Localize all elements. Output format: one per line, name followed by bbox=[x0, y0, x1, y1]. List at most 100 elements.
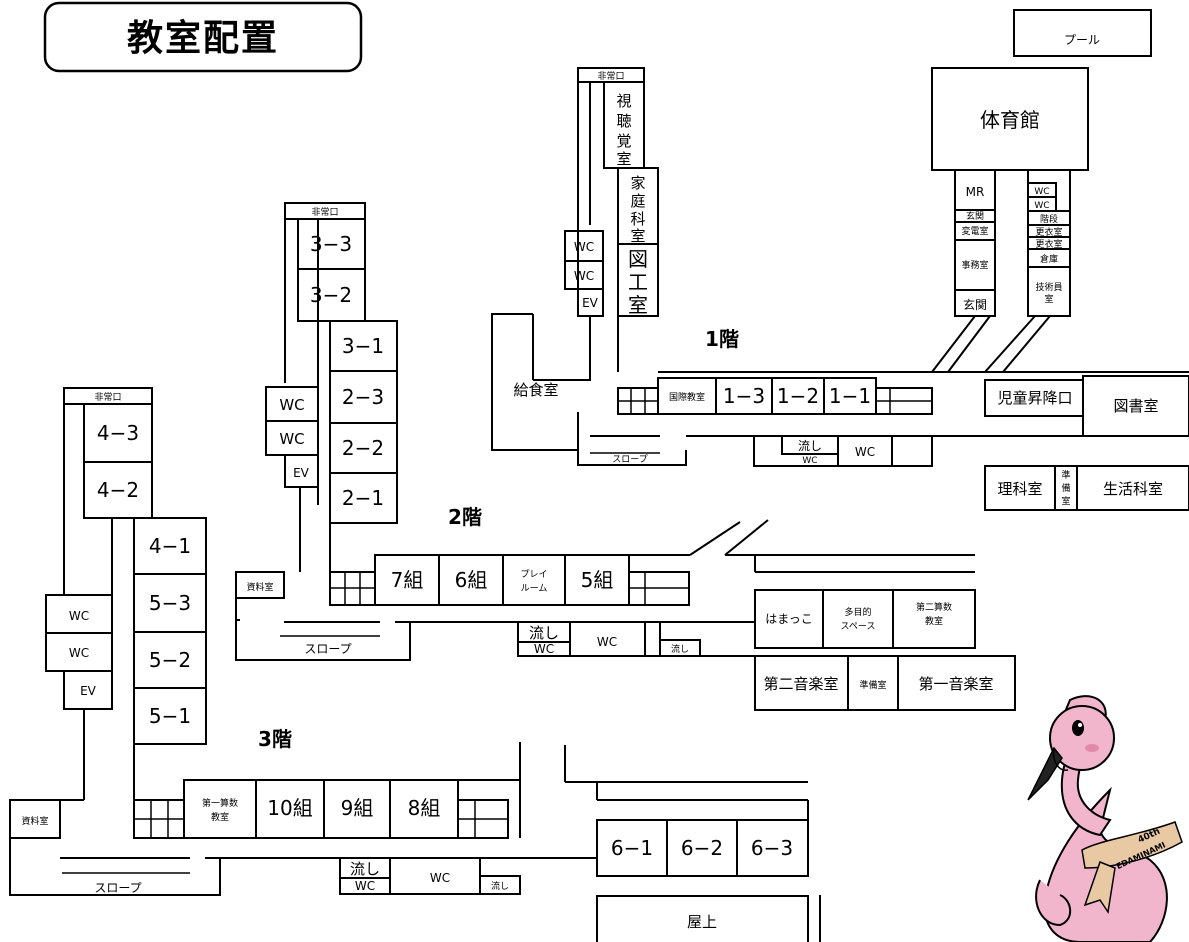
multi-label-1: 多目的 bbox=[844, 606, 871, 618]
music-2-label: 第二音楽室 bbox=[763, 675, 838, 693]
play-room bbox=[502, 554, 566, 606]
class-2-2-label: 2−2 bbox=[342, 436, 384, 460]
class-4-1 bbox=[133, 517, 207, 575]
wc-a-label: WC bbox=[1034, 187, 1049, 197]
art-label-2: 工 bbox=[628, 270, 648, 294]
class-6-2 bbox=[666, 819, 738, 877]
class-5-2-label: 5−2 bbox=[149, 648, 191, 672]
class-4-2-label: 4−2 bbox=[97, 478, 139, 502]
f1-wc-1-label: WC bbox=[574, 240, 594, 254]
f1-wc-2 bbox=[564, 260, 604, 290]
f2-wc-1-label: WC bbox=[279, 396, 304, 414]
f3-ev-label: EV bbox=[80, 684, 97, 698]
math-2-room bbox=[892, 589, 976, 649]
f2-wc-2-label: WC bbox=[279, 430, 304, 448]
f2-slope-label: スロープ bbox=[304, 642, 351, 656]
group-8-label: 8組 bbox=[408, 796, 441, 820]
class-6-1-label: 6−1 bbox=[611, 836, 653, 860]
home-ec-label-2: 庭 bbox=[630, 192, 645, 210]
pool-room bbox=[1013, 9, 1152, 57]
title-frame bbox=[43, 1, 363, 73]
class-5-3-label: 5−3 bbox=[149, 591, 191, 615]
group-5 bbox=[564, 554, 630, 606]
gym-label: 体育館 bbox=[980, 108, 1040, 132]
multi-room bbox=[822, 589, 894, 649]
class-4-2 bbox=[83, 461, 153, 519]
f2-docs-label: 資料室 bbox=[246, 581, 273, 593]
class-1-3 bbox=[715, 377, 773, 415]
life-sci-label: 生活科室 bbox=[1103, 480, 1163, 498]
foyer-label: 玄関 bbox=[963, 297, 987, 312]
floor-3: 非常口 4−3 4−2 4−1 5−3 5−2 5−1 WC WC EV 資料室… bbox=[9, 387, 821, 942]
floor-3-label: 3階 bbox=[258, 727, 292, 751]
av-room-label-3: 覚 bbox=[616, 132, 631, 150]
f1-prep-3: 室 bbox=[1061, 495, 1070, 507]
f2-prep-label: 準備室 bbox=[859, 679, 886, 691]
office-label: 事務室 bbox=[961, 259, 988, 271]
class-1-2-label: 1−2 bbox=[777, 384, 819, 408]
class-6-2-label: 6−2 bbox=[681, 836, 723, 860]
class-3-2 bbox=[297, 268, 366, 322]
floor-1: プール 体育館 MR 玄関 変電室 事務室 玄関 WC WC 階段 更衣室 更衣… bbox=[491, 9, 1189, 511]
math-1-label-1: 第一算数 bbox=[202, 797, 238, 809]
f1-wc-3-label: WC bbox=[855, 445, 875, 459]
f1-sink-label: 流し bbox=[798, 439, 822, 453]
f2-wc-3-label: WC bbox=[597, 635, 617, 649]
f3-wc-1-label: WC bbox=[69, 609, 89, 623]
math-1-label-2: 教室 bbox=[211, 811, 229, 823]
group-10-label: 10組 bbox=[267, 796, 312, 820]
f3-docs-label: 資料室 bbox=[21, 815, 48, 827]
math-2-label-2: 教室 bbox=[925, 615, 943, 627]
group-9-label: 9組 bbox=[341, 796, 374, 820]
floor-2: 非常口 3−3 3−2 3−1 2−3 2−2 2−1 WC WC EV 資料室… bbox=[235, 202, 1016, 711]
f3-sink-2-label: 流し bbox=[491, 880, 509, 892]
pool-label: プール bbox=[1064, 33, 1100, 47]
floor-1-label: 1階 bbox=[705, 327, 739, 351]
science-label: 理科室 bbox=[997, 480, 1042, 498]
play-label-1: プレイ bbox=[520, 569, 547, 580]
math-2-label-1: 第二算数 bbox=[916, 601, 952, 613]
mr-label: MR bbox=[966, 185, 985, 199]
tech-label-1: 技術員 bbox=[1035, 281, 1062, 293]
gym-room bbox=[931, 67, 1089, 171]
group-9 bbox=[323, 779, 391, 839]
f3-wc-1 bbox=[45, 594, 113, 634]
home-ec-label-4: 室 bbox=[630, 227, 645, 245]
class-2-1 bbox=[329, 472, 398, 524]
class-5-1 bbox=[133, 687, 207, 745]
multi-label-2: スペース bbox=[841, 622, 876, 632]
f3-wc-2 bbox=[45, 632, 113, 672]
class-3-1 bbox=[329, 320, 398, 372]
floor-2-label: 2階 bbox=[448, 505, 482, 529]
art-label-1: 図 bbox=[628, 247, 648, 271]
flamingo-mascot: 40th EDAMINAMI bbox=[1027, 695, 1183, 942]
locker-2-label: 更衣室 bbox=[1035, 238, 1062, 250]
lunch-label: 給食室 bbox=[513, 381, 558, 399]
class-6-3 bbox=[736, 819, 809, 877]
f2-docs-room bbox=[235, 571, 285, 599]
class-5-1-label: 5−1 bbox=[149, 704, 191, 728]
f2-ev bbox=[284, 454, 319, 488]
av-room-label-4: 室 bbox=[616, 150, 631, 168]
class-4-3 bbox=[83, 403, 153, 463]
class-4-3-label: 4−3 bbox=[97, 421, 139, 445]
f1-wc-small-label: WC bbox=[802, 456, 817, 466]
f3-ev bbox=[63, 670, 113, 710]
f1-prep-1: 準 bbox=[1061, 469, 1070, 481]
class-2-3-label: 2−3 bbox=[342, 385, 384, 409]
f1-wc-block bbox=[753, 435, 933, 467]
av-room-label-2: 聴 bbox=[616, 112, 631, 130]
f3-docs-room bbox=[9, 799, 61, 839]
av-room-label-1: 視 bbox=[616, 92, 631, 110]
hamakko-label: はまっこ bbox=[765, 612, 813, 626]
group-6-label: 6組 bbox=[455, 568, 488, 592]
f1-wc-2-label: WC bbox=[574, 269, 594, 283]
foyer-small-label: 玄関 bbox=[966, 210, 984, 222]
locker-1-label: 更衣室 bbox=[1035, 226, 1062, 238]
f1-prep-2: 備 bbox=[1061, 482, 1070, 494]
music-1-label: 第一音楽室 bbox=[918, 675, 993, 693]
art-room bbox=[617, 243, 659, 317]
home-ec-label-3: 科 bbox=[630, 210, 645, 228]
entrance-kids bbox=[984, 379, 1086, 417]
